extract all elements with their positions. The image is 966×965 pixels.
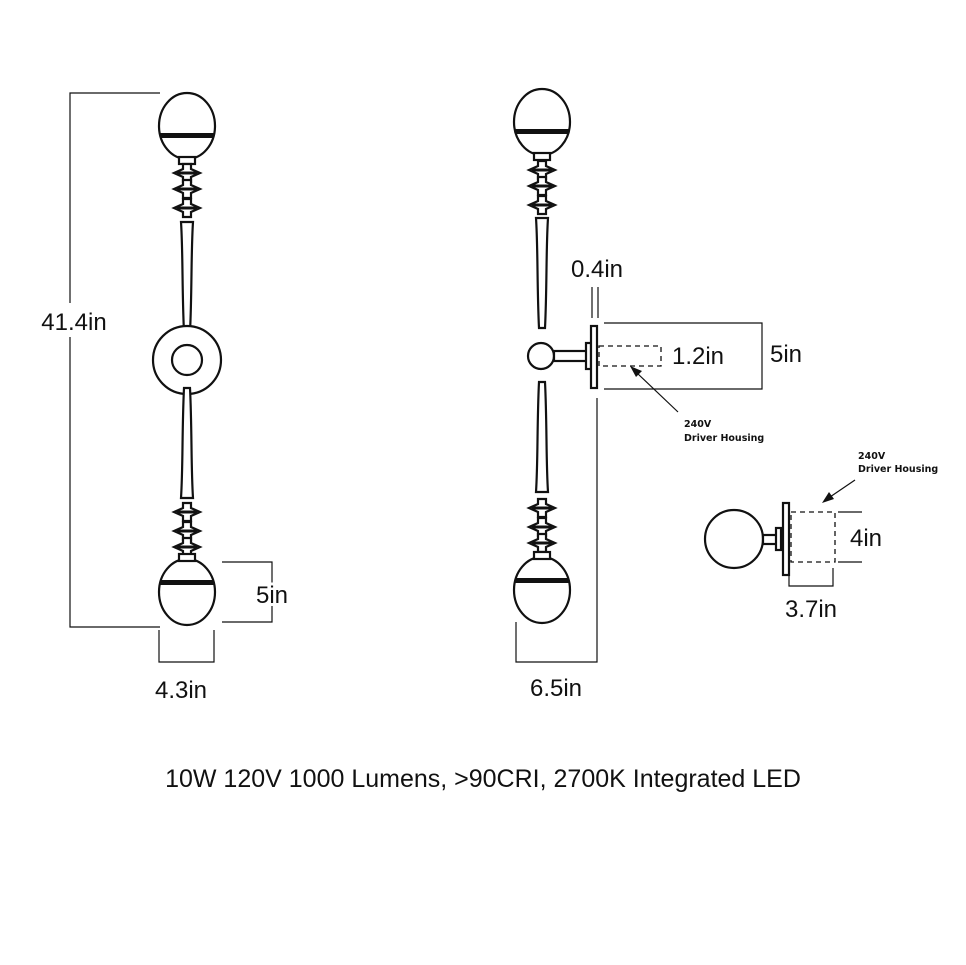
- detail-height-label: 4in: [850, 525, 882, 552]
- extension-label: 5in: [770, 341, 802, 368]
- side-driver-note-line2: Driver Housing: [684, 433, 764, 444]
- side-fixture: [512, 87, 599, 625]
- width-label: 6.5in: [530, 675, 582, 702]
- shade-height-label: 5in: [256, 582, 288, 609]
- height-dimension-label: 41.4in: [41, 309, 106, 336]
- shade-width-label: 4.3in: [155, 677, 207, 704]
- front-view: 41.4in 5in 4.3in: [30, 91, 291, 704]
- front-fixture: [151, 91, 223, 627]
- detail-driver-note-line2: Driver Housing: [858, 464, 938, 475]
- side-driver-note-line1: 240V: [684, 419, 712, 430]
- spec-caption: 10W 120V 1000 Lumens, >90CRI, 2700K Inte…: [165, 765, 801, 793]
- detail-driver-note-line1: 240V: [858, 451, 886, 462]
- detail-depth-label: 3.7in: [785, 596, 837, 623]
- housing-label: 1.2in: [672, 343, 724, 370]
- side-view: 0.4in 1.2in 5in 6.5in 240V Driver Housin…: [512, 87, 802, 702]
- detail-view: 4in 3.7in 240V Driver Housing: [703, 451, 938, 623]
- backplate-thickness-label: 0.4in: [571, 256, 623, 283]
